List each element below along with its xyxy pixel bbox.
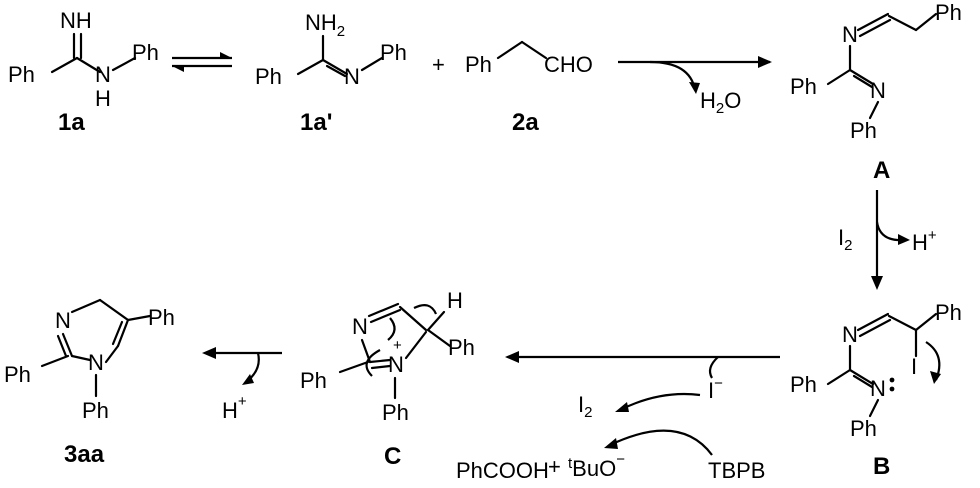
- label-2a: 2a: [512, 109, 539, 136]
- atom-n2: N: [870, 376, 886, 401]
- atom-ph-right: Ph: [448, 335, 475, 360]
- atom-n2: N: [388, 352, 404, 377]
- atom-cho: CHO: [544, 52, 593, 77]
- plus-2: +: [548, 454, 561, 479]
- atom-ph-right: Ph: [148, 305, 175, 330]
- arrow-to-A: H2O: [618, 56, 772, 117]
- label-3aa: 3aa: [64, 441, 105, 468]
- plus-sign: +: [432, 52, 445, 77]
- atom-nh-imine: NH: [60, 8, 92, 33]
- atom-ph-left: Ph: [4, 362, 31, 387]
- iodide: I−: [708, 375, 723, 403]
- atom-ph-bottom: Ph: [850, 118, 877, 143]
- atom-ph-bottom: Ph: [82, 398, 109, 423]
- atom-n-amine: N: [95, 62, 111, 87]
- atom-ph-left: Ph: [790, 74, 817, 99]
- compound-1a-prime: NH2 Ph N Ph 1a': [255, 10, 407, 136]
- atom-n2: N: [870, 78, 886, 103]
- tert-butoxide: tBuO−: [568, 451, 625, 481]
- label-B: B: [873, 453, 890, 480]
- atom-ph-left: Ph: [790, 372, 817, 397]
- atom-ph-bottom: Ph: [382, 400, 409, 425]
- atom-ph-top: Ph: [935, 300, 962, 325]
- atom-n1: N: [55, 308, 71, 333]
- iodine-reagent: I2: [838, 225, 852, 254]
- compound-2a: Ph CHO 2a: [465, 40, 593, 136]
- arrow-B-to-C: I− I2 TBPB PhCOOH + tBuO−: [456, 351, 780, 483]
- compound-1a: NH Ph N H Ph 1a: [8, 8, 159, 136]
- compound-C: N H Ph N + Ph Ph C: [300, 288, 475, 470]
- atom-ph-top: Ph: [935, 0, 962, 25]
- equilibrium-arrow: [172, 52, 232, 72]
- atom-n1: N: [842, 322, 858, 347]
- atom-n1: N: [352, 314, 368, 339]
- iodine-product: I2: [578, 392, 592, 421]
- atom-n-imine: N: [344, 64, 360, 89]
- proton: H+: [912, 227, 937, 255]
- arrow-C-to-3aa: H+: [202, 347, 282, 423]
- atom-h: H: [447, 288, 463, 313]
- atom-ph-left: Ph: [300, 368, 327, 393]
- label-1a: 1a: [58, 109, 85, 136]
- atom-h-amine: H: [95, 86, 111, 111]
- atom-ph-left: Ph: [255, 64, 282, 89]
- compound-3aa: N Ph N Ph Ph 3aa: [4, 298, 175, 468]
- tbpb: TBPB: [708, 458, 765, 483]
- water: H2O: [700, 88, 741, 117]
- arrow-A-to-B: I2 H+: [838, 190, 937, 290]
- label-C: C: [384, 443, 401, 470]
- label-A: A: [873, 157, 890, 184]
- atom-n1: N: [842, 22, 858, 47]
- label-1a-prime: 1a': [300, 109, 332, 136]
- atom-iodine: I: [911, 354, 917, 379]
- proton-2: H+: [222, 393, 247, 423]
- atom-ph-bottom: Ph: [850, 416, 877, 441]
- charge-plus: +: [393, 337, 402, 354]
- atom-ph-right: Ph: [132, 40, 159, 65]
- compound-A: N Ph Ph N Ph A: [790, 0, 962, 184]
- phcooh: PhCOOH: [456, 458, 549, 483]
- atom-ph-right: Ph: [380, 40, 407, 65]
- atom-ph: Ph: [465, 52, 492, 77]
- atom-nh2: NH2: [305, 10, 345, 40]
- atom-ph-left: Ph: [8, 62, 35, 87]
- atom-n2: N: [88, 350, 104, 375]
- compound-B: N Ph I Ph N Ph B: [790, 300, 962, 480]
